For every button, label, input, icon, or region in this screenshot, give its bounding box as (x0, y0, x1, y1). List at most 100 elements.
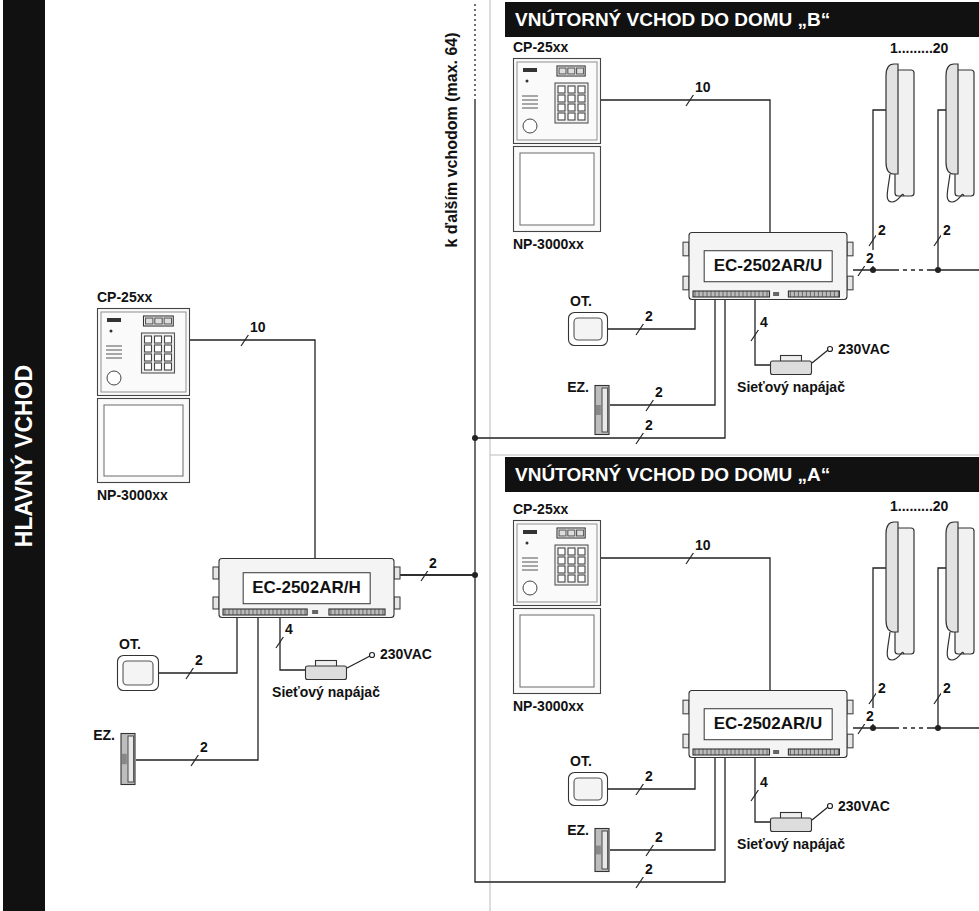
wire-count: 10 (693, 537, 713, 553)
node-label: EC-2502AR/U (704, 708, 833, 740)
door-panel: CP-25xx (513, 58, 601, 144)
power-supply-art (770, 812, 812, 832)
wire-count-tick (686, 94, 694, 106)
wire (159, 618, 237, 673)
control-unit: EC-2502AR/H (213, 558, 400, 618)
wire-count: 2 (198, 739, 210, 755)
wire-count-tick (636, 432, 644, 444)
node-label: EZ. (567, 379, 589, 395)
node-label: EZ. (567, 822, 589, 838)
annotation: 2 (864, 250, 876, 266)
wire (190, 340, 315, 558)
handset-symbol (886, 64, 974, 660)
node-label: EZ. (93, 727, 115, 743)
annotation: 2 (941, 222, 953, 238)
annotation: 2 (876, 222, 888, 238)
door-panel-art (513, 520, 601, 606)
node-label: Sieťový napájač (272, 684, 380, 700)
exit-button-art (117, 655, 159, 691)
node-label: CP-25xx (97, 289, 152, 305)
exit-button: OT. (568, 312, 608, 346)
power-supply: Sieťový napájač (770, 812, 812, 832)
power-supply: Sieťový napájač (305, 660, 347, 680)
exit-button: OT. (117, 655, 159, 691)
control-unit: EC-2502AR/U (683, 232, 853, 300)
node-label: EC-2502AR/U (704, 250, 833, 282)
wire-count-tick (751, 789, 759, 801)
wire-count-tick (636, 783, 644, 795)
wire-count-tick (646, 399, 654, 411)
door-panel: CP-25xx (513, 520, 601, 606)
side-band: HLAVNÝ VCHOD (3, 0, 45, 911)
wire-count: 2 (653, 829, 665, 845)
wire-count: 4 (758, 314, 770, 330)
node-label: OT. (570, 293, 592, 309)
node-label: VNÚTORNÝ VCHOD DO DOMU „A“ (505, 457, 979, 492)
node-label: Sieťový napájač (737, 836, 845, 852)
name-plate-art (97, 398, 190, 483)
wire-count: 2 (643, 417, 655, 433)
entrance-region: CP-25xxNP-3000xxEC-2502AR/UOT.EZ.Sieťový… (490, 0, 979, 455)
door-lock-art (594, 385, 610, 435)
riser-bus (474, 4, 475, 438)
section-divider (490, 0, 979, 911)
exit-button-art (568, 772, 608, 806)
wire-count-tick (751, 329, 759, 341)
wire (400, 575, 725, 882)
wire-count-tick (636, 876, 644, 888)
wire-count-tick (191, 754, 199, 766)
control-unit: EC-2502AR/U (683, 690, 853, 758)
wire (280, 618, 305, 670)
wire-count: 2 (643, 861, 655, 877)
node-label: OT. (570, 753, 592, 769)
wire-count-tick (646, 844, 654, 856)
node-label: HLAVNÝ VCHOD (11, 364, 37, 546)
wire-count-tick (636, 323, 644, 335)
name-plate-art (513, 146, 601, 232)
annotation: 2 (427, 555, 439, 571)
name-plate-art (513, 608, 601, 694)
door-panel: CP-25xx (97, 308, 190, 396)
door-lock: EZ. (120, 733, 136, 785)
wire (601, 558, 770, 690)
wire-count-tick (186, 667, 194, 679)
node-label: NP-3000xx (513, 236, 584, 252)
power-supply: Sieťový napájač (770, 355, 812, 375)
wire (610, 300, 715, 405)
node-label: CP-25xx (513, 39, 568, 55)
node-label: CP-25xx (513, 501, 568, 517)
door-panel-art (97, 308, 190, 396)
node-label: OT. (119, 636, 141, 652)
wire-count: 10 (248, 319, 268, 335)
node-label: Sieťový napájač (737, 379, 845, 395)
door-lock: EZ. (594, 828, 610, 872)
annotation: 2 (941, 680, 953, 696)
name-plate: NP-3000xx (97, 398, 190, 483)
annotation: 1.........20 (888, 40, 950, 56)
annotation: 230VAC (836, 341, 892, 357)
door-panel-art (513, 58, 601, 144)
wire-count: 2 (643, 308, 655, 324)
wire (608, 300, 695, 329)
exit-button: OT. (568, 772, 608, 806)
junction-dot (472, 267, 941, 731)
node-label: EC-2502AR/H (242, 572, 371, 604)
name-plate: NP-3000xx (513, 608, 601, 694)
wire (601, 100, 770, 232)
door-lock-art (594, 828, 610, 872)
wire (610, 758, 715, 850)
node-label: NP-3000xx (513, 698, 584, 714)
exit-button-art (568, 312, 608, 346)
wire-count: 2 (193, 652, 205, 668)
annotation: 230VAC (836, 798, 892, 814)
node-label: VNÚTORNÝ VCHOD DO DOMU „B“ (505, 2, 979, 37)
wire (755, 758, 770, 822)
wire-count: 2 (643, 768, 655, 784)
door-lock-art (120, 733, 136, 785)
mains-lead (347, 347, 833, 821)
door-lock: EZ. (594, 385, 610, 435)
wire (400, 300, 725, 575)
annotation: 2 (876, 680, 888, 696)
name-plate: NP-3000xx (513, 146, 601, 232)
wire-count-tick (276, 636, 284, 648)
